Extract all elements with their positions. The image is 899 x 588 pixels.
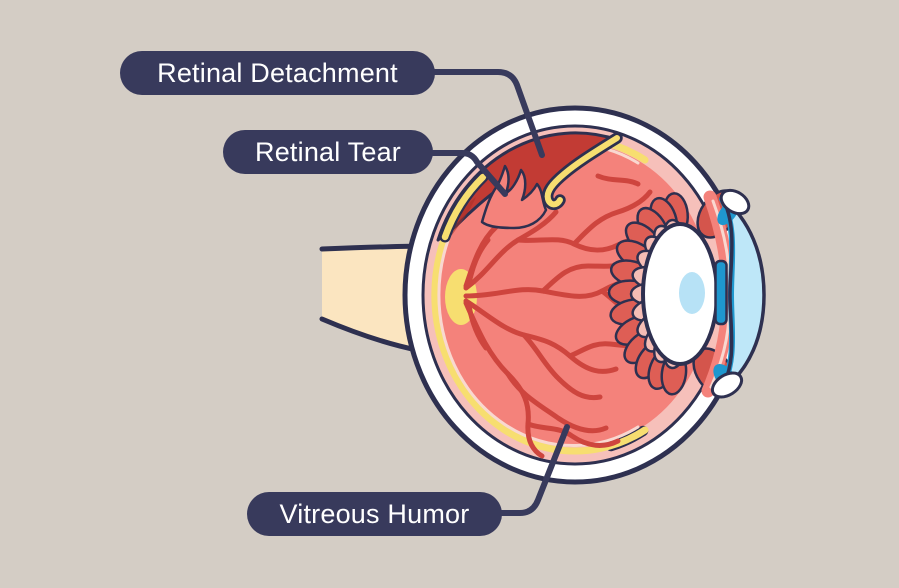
limbus-knob-top	[719, 188, 751, 216]
limbus-knob-bottom	[710, 371, 744, 399]
retinal-tear-flaps	[480, 164, 548, 230]
anterior-segment	[607, 188, 766, 399]
callout-leader-lines	[430, 69, 570, 516]
pupil-aperture	[714, 259, 728, 326]
leader-retinal-detachment	[430, 69, 545, 158]
cornea	[720, 197, 764, 392]
callout-vitreous-humor: Vitreous Humor	[247, 492, 502, 536]
leader-retinal-tear	[430, 150, 508, 197]
callout-vitreous-humor-label: Vitreous Humor	[279, 498, 470, 529]
callout-retinal-detachment: Retinal Detachment	[120, 51, 435, 95]
callout-retinal-tear: Retinal Tear	[223, 130, 433, 174]
callout-retinal-tear-label: Retinal Tear	[255, 136, 401, 167]
lens-core	[679, 272, 705, 314]
retina-attached-edge	[439, 171, 489, 243]
detached-retina-ribbon	[541, 132, 623, 211]
callout-retinal-detachment-label: Retinal Detachment	[157, 57, 398, 88]
leader-vitreous-humor	[497, 424, 570, 516]
